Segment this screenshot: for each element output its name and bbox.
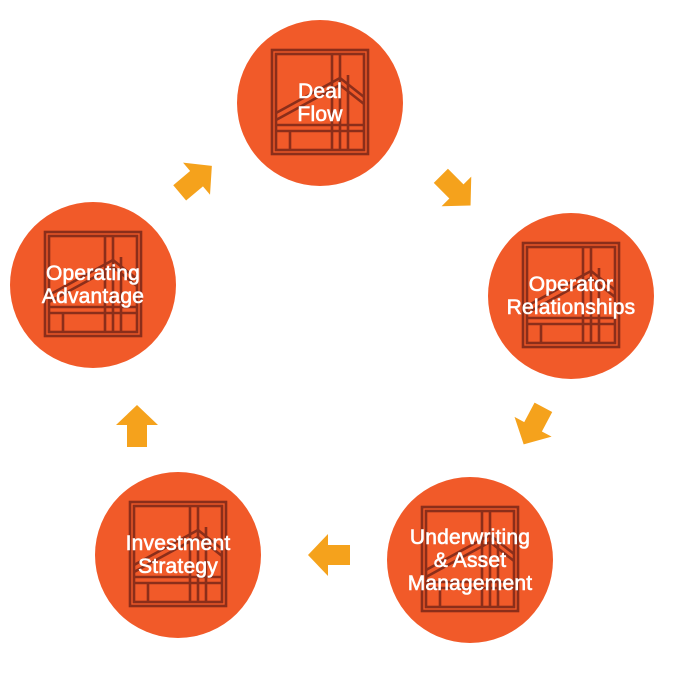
arrow-investment-strategy-to-operating-advantage: [116, 405, 158, 447]
node-circle: [95, 472, 261, 638]
arrow-icon: [308, 534, 350, 576]
building-frame-icon: [43, 230, 143, 338]
arrow-icon: [514, 402, 553, 445]
node-circle: [10, 202, 176, 368]
node-underwriting-asset-management: [387, 477, 553, 643]
arrow-operator-relationships-to-underwriting-asset-management: [514, 402, 553, 445]
node-deal-flow: [237, 20, 403, 186]
node-circle: [237, 20, 403, 186]
node-operating-advantage: [10, 202, 176, 368]
building-frame-icon: [270, 48, 370, 156]
building-frame-icon: [420, 505, 520, 613]
arrow-deal-flow-to-operator-relationships: [433, 168, 472, 207]
arrow-underwriting-asset-management-to-investment-strategy: [308, 534, 350, 576]
building-frame-icon: [521, 241, 621, 349]
node-investment-strategy: [95, 472, 261, 638]
node-circle: [387, 477, 553, 643]
arrow-icon: [116, 405, 158, 447]
node-operator-relationships: [488, 213, 654, 379]
building-frame-icon: [128, 500, 228, 608]
arrow-operating-advantage-to-deal-flow: [173, 162, 212, 201]
node-circle: [488, 213, 654, 379]
arrow-icon: [173, 162, 212, 201]
arrow-icon: [433, 168, 472, 207]
